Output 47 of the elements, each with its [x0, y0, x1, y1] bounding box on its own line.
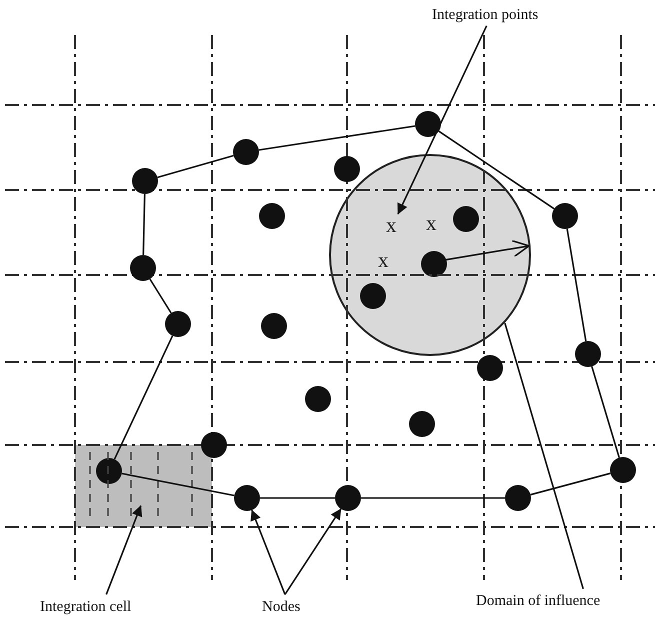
- boundary-line: [260, 497, 335, 499]
- radius-arrow: [444, 240, 530, 261]
- node-dot: [335, 485, 361, 511]
- node-dot: [610, 457, 636, 483]
- node-dot: [477, 355, 503, 381]
- node-dot: [421, 251, 447, 277]
- node-dot: [132, 168, 158, 194]
- node-dot: [505, 485, 531, 511]
- leader-line: [250, 510, 286, 595]
- callout-label: Nodes: [262, 598, 300, 616]
- callout-label: Integration cell: [40, 598, 132, 616]
- node-dot: [165, 311, 191, 337]
- node-dot: [261, 313, 287, 339]
- integration-point-mark: x: [426, 212, 436, 234]
- integration-cell-box: [75, 445, 212, 527]
- node-dot: [453, 206, 479, 232]
- integration-point-mark: x: [378, 249, 388, 271]
- node-dot: [575, 341, 601, 367]
- node-dot: [234, 485, 260, 511]
- boundary-line: [157, 154, 234, 178]
- boundary-line: [142, 194, 146, 256]
- boundary-line: [114, 335, 174, 460]
- boundary-line: [566, 228, 587, 342]
- callout-label: Domain of influence: [476, 592, 600, 610]
- node-dot: [360, 283, 386, 309]
- boundary-line: [530, 472, 611, 496]
- node-dot: [233, 139, 259, 165]
- boundary-line: [591, 366, 620, 458]
- leader-line: [504, 322, 584, 590]
- node-dot: [130, 255, 156, 281]
- integration-point-mark: x: [386, 214, 396, 236]
- leader-line: [284, 508, 342, 595]
- boundary-line: [258, 125, 416, 151]
- boundary-line: [361, 497, 505, 499]
- node-dot: [305, 386, 331, 412]
- node-dot: [201, 432, 227, 458]
- callout-label: Integration points: [432, 6, 538, 24]
- leader-line: [106, 505, 142, 595]
- boundary-line: [122, 472, 234, 496]
- node-dot: [415, 111, 441, 137]
- boundary-line: [438, 130, 555, 210]
- node-dot: [259, 203, 285, 229]
- node-dot: [409, 411, 435, 437]
- node-dot: [552, 203, 578, 229]
- node-dot: [96, 458, 122, 484]
- leader-line: [397, 25, 488, 214]
- boundary-line: [149, 278, 172, 314]
